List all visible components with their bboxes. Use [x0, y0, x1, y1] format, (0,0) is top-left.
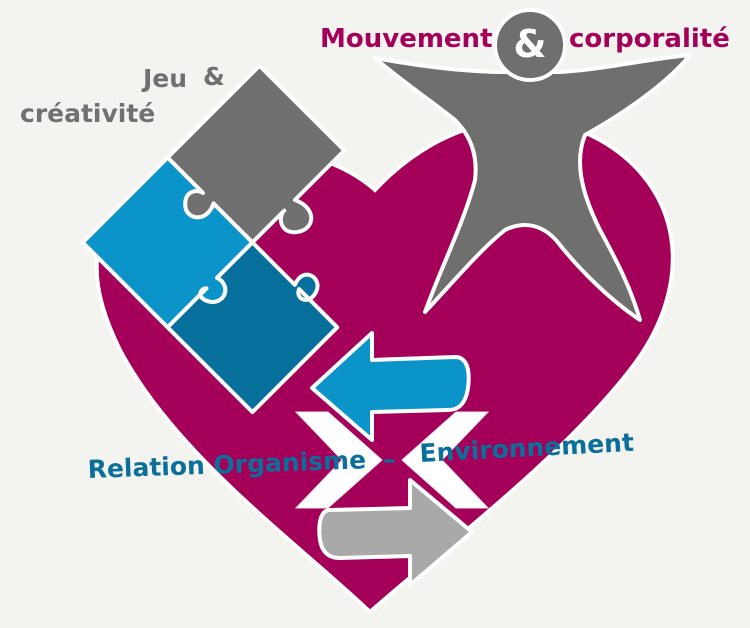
person-head [493, 8, 567, 82]
chevron-right-icon [401, 411, 490, 509]
label-corporalite: corporalité [569, 24, 730, 54]
person-body [373, 53, 692, 322]
puzzle-piece-dark-blue [165, 240, 340, 415]
label-dash: – [383, 445, 396, 474]
label-creativite: créativité [20, 99, 155, 128]
chevron-left-icon [294, 411, 383, 509]
inward-chevrons-icon [294, 411, 490, 509]
label-mouvement: Mouvement [320, 24, 493, 54]
puzzle-pieces-icon [80, 63, 347, 415]
ampersand-main: & [513, 22, 546, 66]
label-jeu: Jeu [141, 64, 187, 93]
ampersand-jeu: & [203, 62, 225, 91]
star-person-icon [373, 8, 692, 322]
arrow-left-icon [310, 331, 471, 442]
arrow-right-icon [317, 478, 474, 587]
